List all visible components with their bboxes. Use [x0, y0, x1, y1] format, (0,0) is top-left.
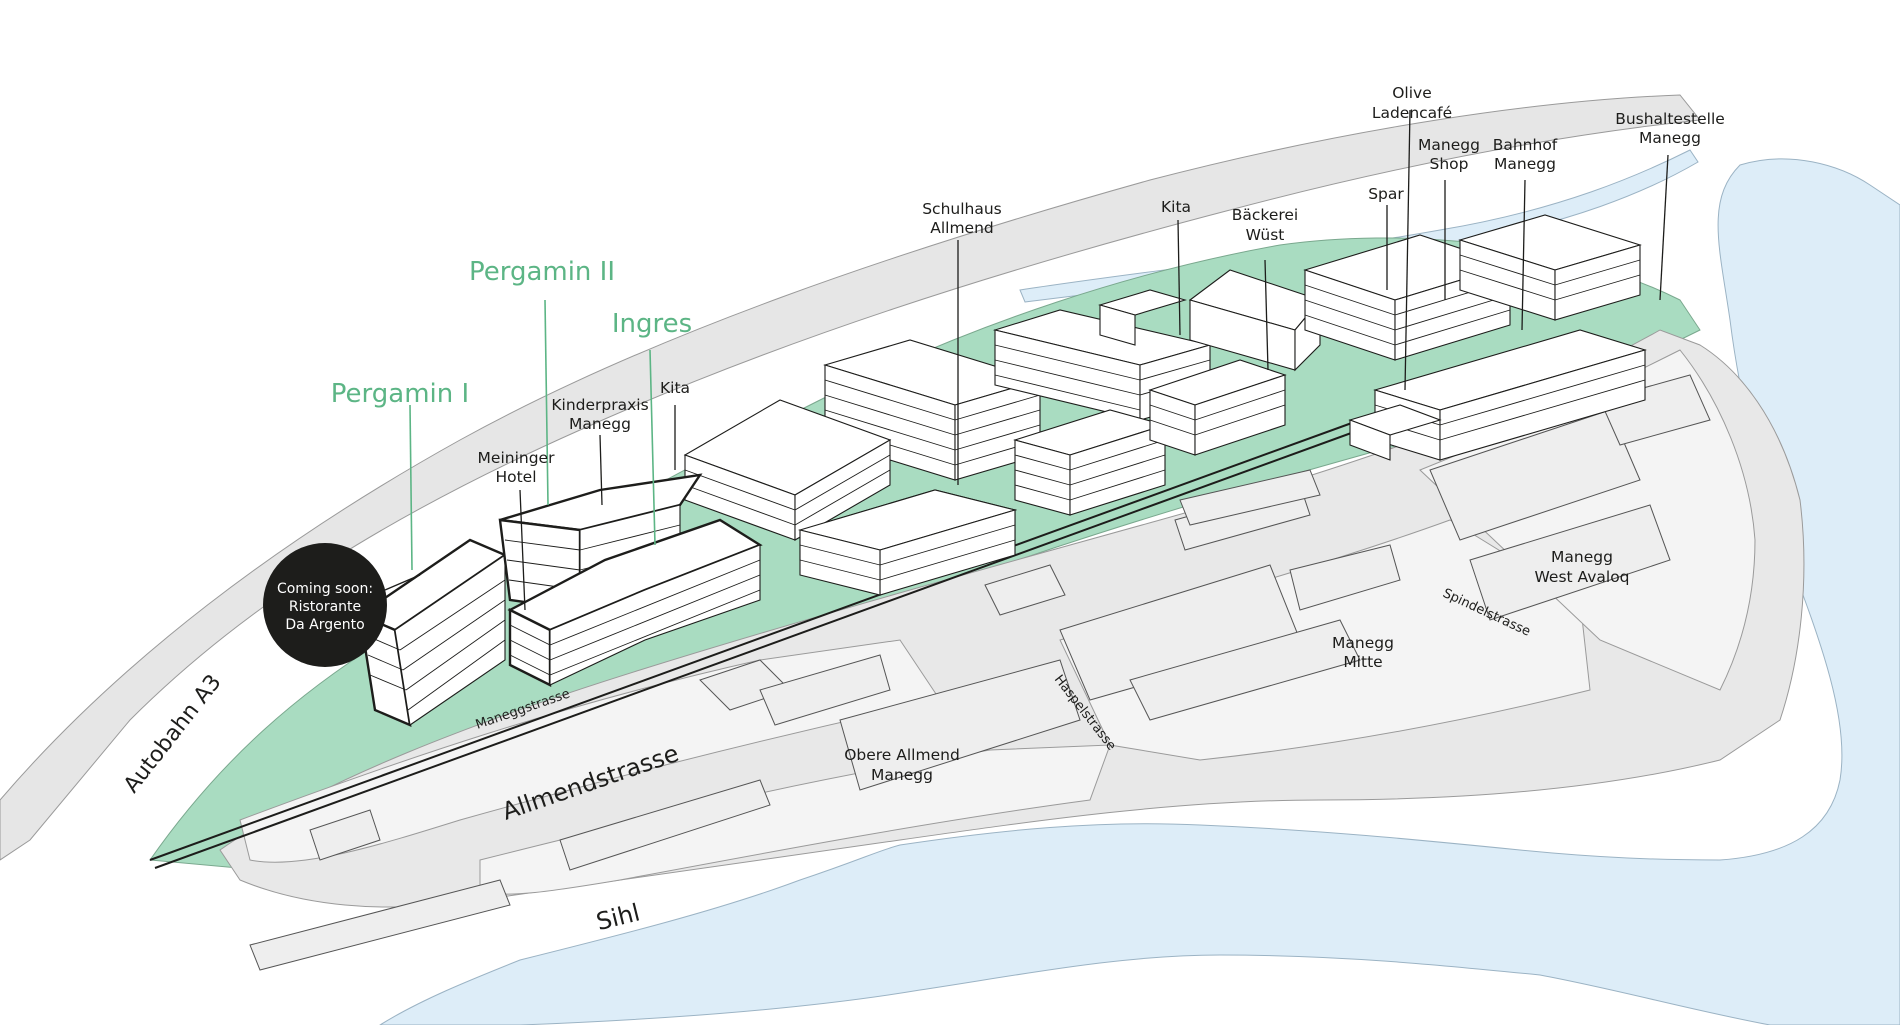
- label-mitte-1: Manegg: [1332, 634, 1394, 652]
- footprint-hotel-side: [1179, 469, 1321, 526]
- building-olive: [1348, 329, 1647, 461]
- footprint-2: [309, 809, 381, 861]
- label-baeckerei-1: Bäckerei: [1232, 206, 1299, 224]
- label-baeckerei-2: Wüst: [1246, 226, 1285, 244]
- bubble-line-2: Ristorante: [289, 599, 361, 615]
- label-west-avaloq-1: Manegg: [1551, 548, 1613, 566]
- building-school-west: [683, 399, 892, 541]
- building-ingres: [507, 518, 763, 687]
- bubble-line-3: Da Argento: [285, 617, 364, 633]
- building-school-south: [797, 489, 1018, 596]
- poi-labels: Meininger Hotel Kinderpraxis Manegg Kita…: [478, 84, 1725, 784]
- bubble-circle: [263, 543, 387, 667]
- footprint-obere: [839, 659, 1081, 791]
- footprint-row-1: [559, 779, 771, 871]
- railway: [149, 419, 1366, 869]
- label-kita-east: Kita: [1161, 198, 1191, 216]
- label-bus-1: Bushaltestelle: [1615, 110, 1725, 128]
- project-labels: Pergamin I Pergamin II Ingres: [331, 257, 692, 409]
- footprint-avaloq-2: [1469, 504, 1671, 621]
- label-mitte-2: Mitte: [1343, 653, 1382, 671]
- label-bahnhof-2: Manegg: [1494, 155, 1556, 173]
- label-olive-1: Olive: [1392, 84, 1432, 102]
- label-meininger-1: Meininger: [478, 449, 556, 467]
- label-west-avaloq-2: West Avaloq: [1534, 568, 1629, 586]
- autobahn-a3: [0, 94, 1701, 861]
- label-kinderpraxis-1: Kinderpraxis: [551, 396, 648, 414]
- footprint-mitte-2: [1129, 619, 1361, 721]
- footprint-avaloq-1: [1429, 409, 1641, 541]
- footprint-3: [984, 564, 1066, 616]
- label-bus-2: Manegg: [1639, 129, 1701, 147]
- label-shop-2: Shop: [1430, 155, 1469, 173]
- label-pergamin-1: Pergamin I: [331, 379, 469, 409]
- bubble-line-1: Coming soon:: [277, 581, 373, 597]
- label-shop-1: Manegg: [1418, 136, 1480, 154]
- footprints: [249, 374, 1711, 971]
- coming-soon-bubble: Coming soon: Ristorante Da Argento: [263, 543, 421, 667]
- leader-lines: [409, 109, 1669, 611]
- label-spar: Spar: [1368, 185, 1404, 203]
- label-schulhaus-2: Allmend: [930, 219, 994, 237]
- building-bahnhof: [1458, 214, 1642, 321]
- building-mid-south: [1013, 409, 1167, 516]
- label-meininger-2: Hotel: [495, 468, 536, 486]
- label-kinderpraxis-2: Manegg: [569, 415, 631, 433]
- label-kita-west: Kita: [660, 379, 690, 397]
- sihl-river: [379, 158, 1900, 1025]
- label-bahnhof-1: Bahnhof: [1493, 136, 1558, 154]
- label-pergamin-2: Pergamin II: [469, 257, 615, 287]
- label-obere-1: Obere Allmend: [844, 746, 960, 764]
- label-schulhaus-1: Schulhaus: [922, 200, 1002, 218]
- label-ingres: Ingres: [612, 309, 692, 339]
- footprint-mitte-3: [1289, 544, 1401, 611]
- footprint-5: [759, 654, 891, 726]
- label-olive-2: Ladencafé: [1372, 104, 1452, 122]
- footprint-row-2: [249, 879, 511, 971]
- label-obere-2: Manegg: [871, 766, 933, 784]
